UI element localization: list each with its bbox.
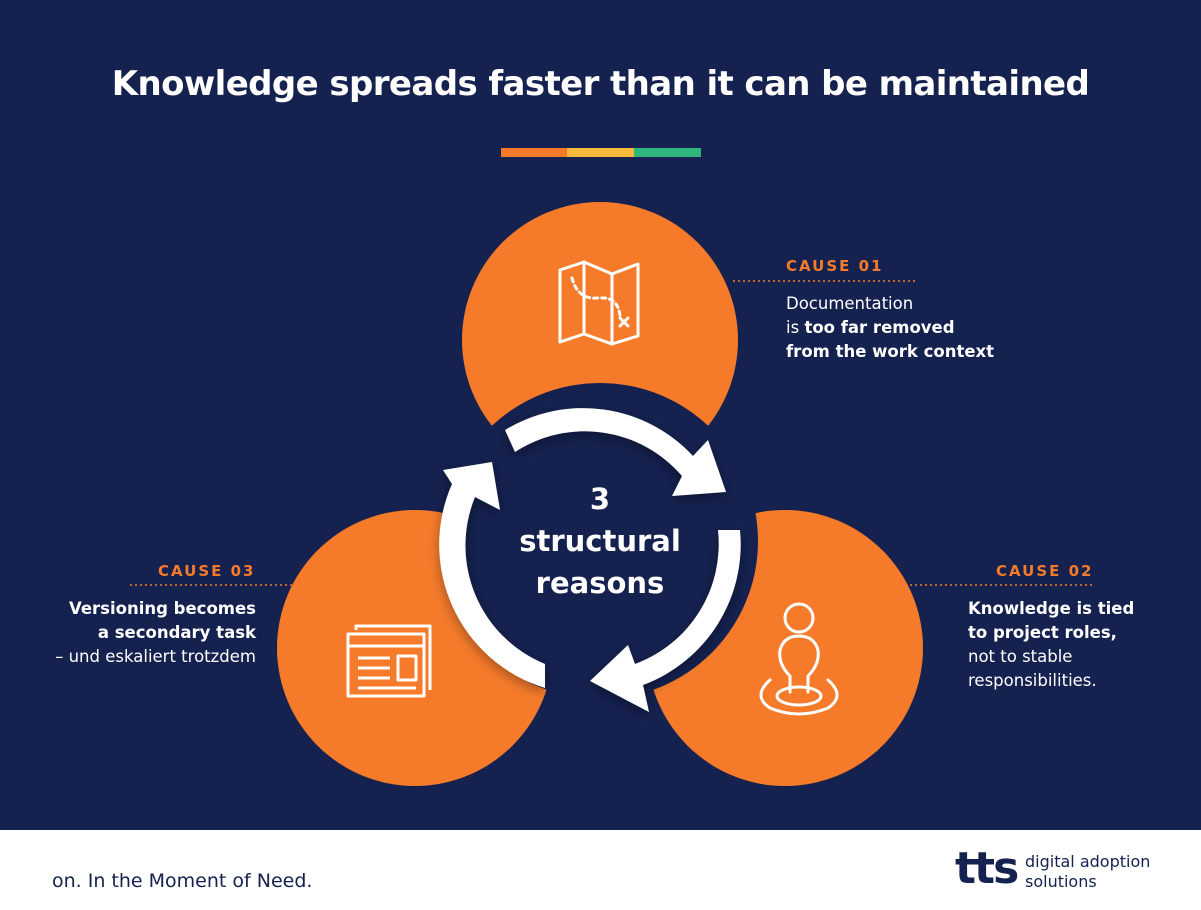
cause-01-text: Documentation is too far removed from th… — [786, 292, 994, 364]
cause-02-label: CAUSE 02 — [996, 562, 1094, 580]
center-label: 3 structural reasons — [490, 478, 710, 604]
cycle-diagram — [130, 202, 1095, 786]
center-line-2: structural — [519, 524, 681, 558]
cause-01-line-1: Documentation — [786, 294, 914, 313]
logo-line-2: solutions — [1025, 872, 1097, 891]
cause-02-line-1: Knowledge is tied — [968, 599, 1135, 618]
cause-03-line-1: Versioning becomes — [68, 599, 256, 618]
tts-logo-mark: tts — [955, 843, 1020, 893]
cause-01-line-3: from the work context — [786, 342, 995, 361]
footer-tagline: on. In the Moment of Need. — [52, 870, 313, 892]
cause-03-text: Versioning becomes a secondary task – un… — [55, 597, 256, 669]
person-location-icon — [759, 602, 839, 716]
cause-02-text: Knowledge is tied to project roles, not … — [968, 597, 1134, 693]
cause-01-line-2: is too far removed — [786, 316, 994, 340]
cause-03-line-3: – und eskaliert trotzdem — [55, 647, 256, 666]
cause-03-line-2: a secondary task — [97, 623, 256, 642]
cause-01-label: CAUSE 01 — [786, 257, 884, 275]
cause-02-line-2: to project roles, — [968, 623, 1117, 642]
center-line-1: 3 — [589, 482, 611, 516]
tts-logo-text: tts — [955, 843, 1018, 893]
cause-01-line-2a: is — [786, 318, 805, 337]
page-title: Knowledge spreads faster than it can be … — [111, 64, 1090, 104]
cause-01-line-2b: too far removed — [804, 318, 955, 337]
infographic-panel: Knowledge spreads faster than it can be … — [0, 0, 1201, 830]
logo-wordmark: digital adoption solutions — [1025, 852, 1150, 892]
cycle-arrows — [439, 408, 741, 712]
document-stack-icon — [346, 624, 432, 698]
logo-line-1: digital adoption — [1025, 852, 1151, 871]
accent-bar-orange — [501, 148, 567, 157]
map-icon — [558, 260, 640, 346]
accent-bar-yellow — [567, 148, 634, 157]
cause-02-line-4: responsibilities. — [968, 671, 1097, 690]
center-line-3: reasons — [535, 566, 665, 600]
cause-03-label: CAUSE 03 — [158, 562, 256, 580]
cause-02-line-3: not to stable — [968, 647, 1073, 666]
accent-bar-green — [634, 148, 701, 157]
